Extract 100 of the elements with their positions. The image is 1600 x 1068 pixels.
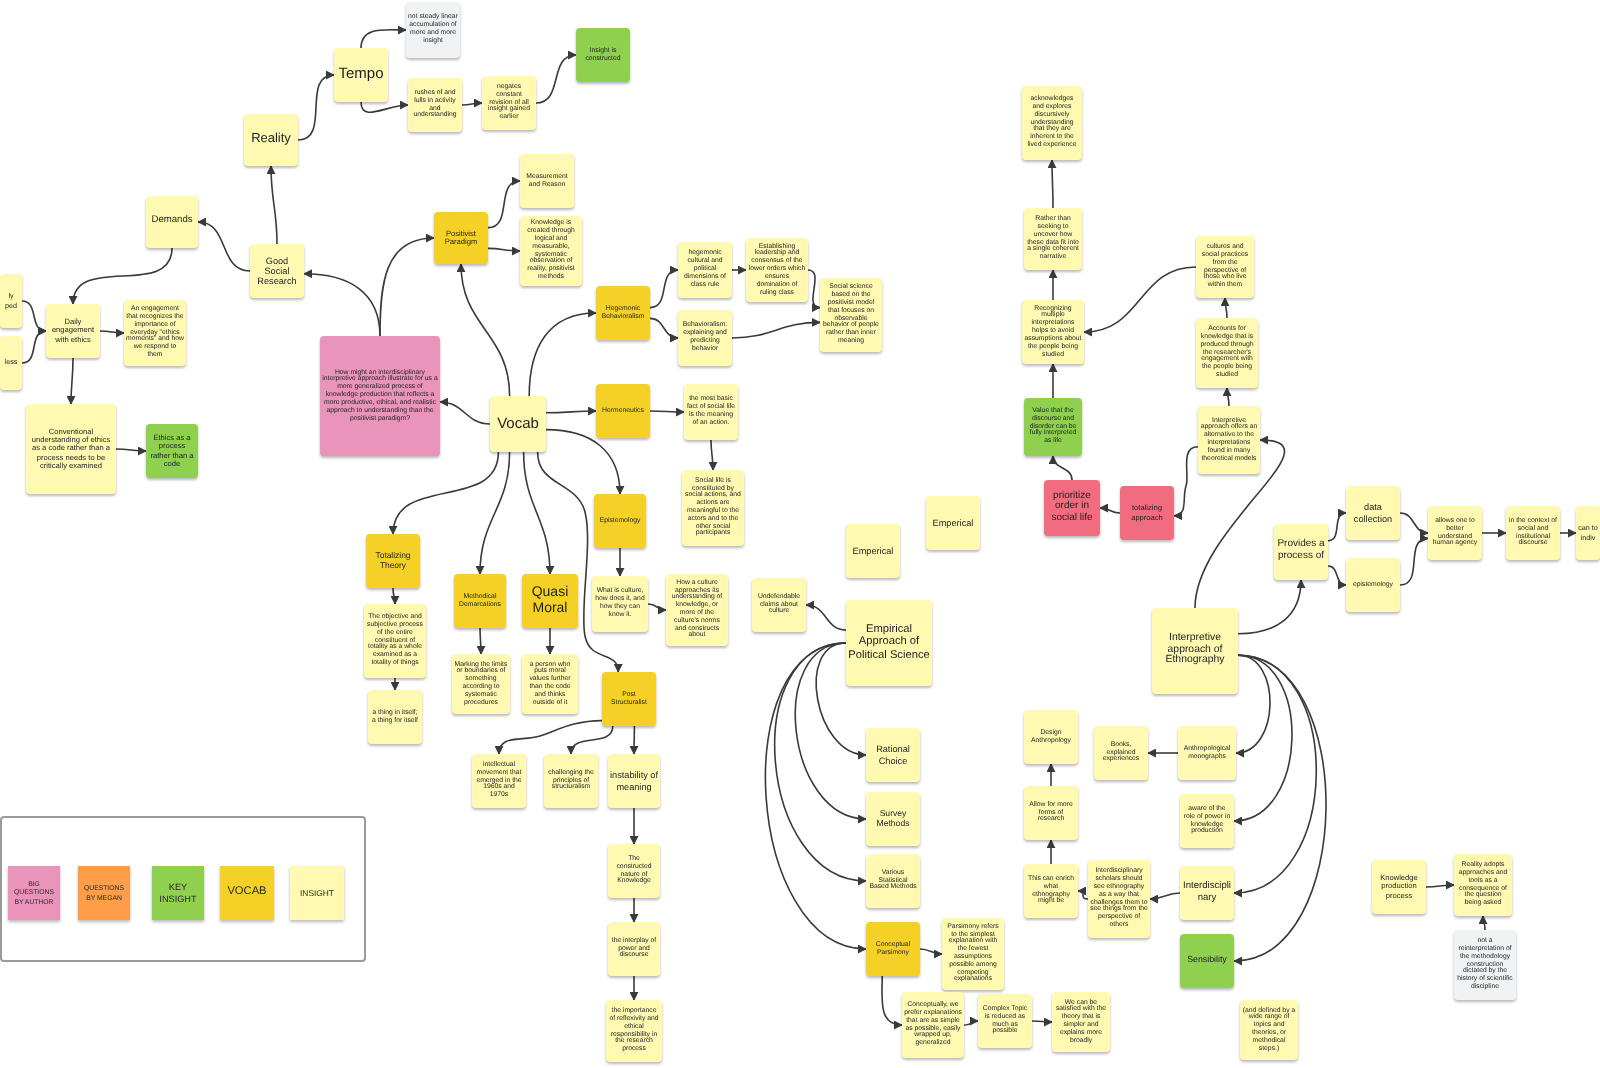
sticky-note [1180,794,1234,848]
sticky-note [26,404,116,494]
sticky-note [366,534,420,588]
connector-arrow [99,328,125,338]
sticky-note [1180,934,1234,988]
sticky-note [1576,506,1600,560]
connector-arrow [360,101,409,113]
connector-arrow [615,547,625,577]
connector-arrow [545,406,597,416]
sticky-note [866,854,920,908]
sticky-note [1024,786,1078,840]
sticky-note [454,574,506,628]
connector-arrow [708,439,718,471]
sticky-note [0,274,22,328]
sticky-note [608,922,660,976]
connector-arrow [536,451,622,673]
sticky-note [1178,726,1236,780]
sticky-note [244,114,298,166]
sticky-note [1024,208,1082,270]
sticky-note [594,494,646,548]
sticky-note [364,604,426,678]
connector-arrow [389,451,500,535]
connector-arrow [807,269,821,311]
connector-arrow [1481,528,1507,538]
connector-arrow [649,407,685,417]
sticky-note [866,792,920,846]
connector-arrow [1559,528,1577,538]
connector-arrow [1047,159,1057,209]
connector-arrow [1425,880,1455,890]
connector-arrow [390,587,400,605]
connector-arrow [629,725,639,755]
sticky-note [678,242,732,298]
sticky-note [606,1000,662,1062]
connector-arrow [115,446,147,456]
connector-arrow [66,357,76,405]
sticky-note [368,690,422,744]
sticky-note [408,78,462,132]
connector-arrow [731,265,747,275]
sticky-note [1372,860,1426,914]
sticky-note [1274,524,1328,580]
connector-arrow [495,719,603,755]
sticky-note [544,754,598,808]
connector-arrow [522,451,555,575]
connector-arrow [805,601,847,631]
connector-arrow [1046,839,1056,865]
sticky-note [434,212,488,264]
connector-arrow [919,948,943,959]
sticky-note [520,154,574,208]
sticky-note [608,844,660,898]
connector-arrow [266,165,278,245]
connector-arrow [390,677,400,691]
connector-arrow [647,603,667,615]
connector-arrow [1048,269,1058,301]
sticky-note [866,922,920,976]
sticky-note [1120,486,1174,540]
connector-arrow [439,398,491,425]
connector-arrow [649,266,679,309]
sticky-note [902,992,964,1058]
sticky-note [926,496,980,550]
connector-arrow [1099,503,1121,514]
sticky-note [684,384,738,440]
connector-arrow [1173,446,1199,520]
connector-arrow [1237,579,1305,635]
connector-arrow [629,975,639,1001]
connector-arrow [731,318,821,339]
connector-arrow [1399,512,1429,537]
connector-arrow [774,642,867,884]
connector-arrow [1046,763,1056,787]
connector-arrow [1233,654,1293,824]
sticky-note [866,728,920,782]
sticky-note [1346,558,1400,612]
connector-arrow [1222,387,1232,407]
sticky-note [1198,406,1260,474]
sticky-note [1346,486,1400,540]
sticky-note [406,2,460,58]
connector-arrow [1233,654,1327,964]
connector-arrow [457,263,511,397]
connector-arrow [487,246,521,256]
sticky-note [752,578,806,632]
sticky-note [1196,236,1254,298]
sticky-note [320,336,440,456]
connector-arrow [1083,266,1197,336]
connector-arrow [1147,748,1179,758]
sticky-note [250,244,304,298]
sticky-note [596,384,650,438]
sticky-note [1428,506,1482,560]
sticky-note [1454,854,1512,916]
connector-arrow [475,451,511,575]
sticky-note [46,304,100,358]
connector-arrow [476,627,486,655]
connector-arrow [1077,887,1089,900]
connector-arrow [1478,915,1488,931]
connector-arrow [297,72,335,141]
sticky-note [1022,86,1082,160]
sticky-note [608,754,660,808]
connector-arrow [1327,509,1347,542]
connector-arrow [70,247,173,305]
sticky-note [522,574,578,628]
connector-arrow [1233,654,1318,896]
connector-arrow [360,25,407,49]
